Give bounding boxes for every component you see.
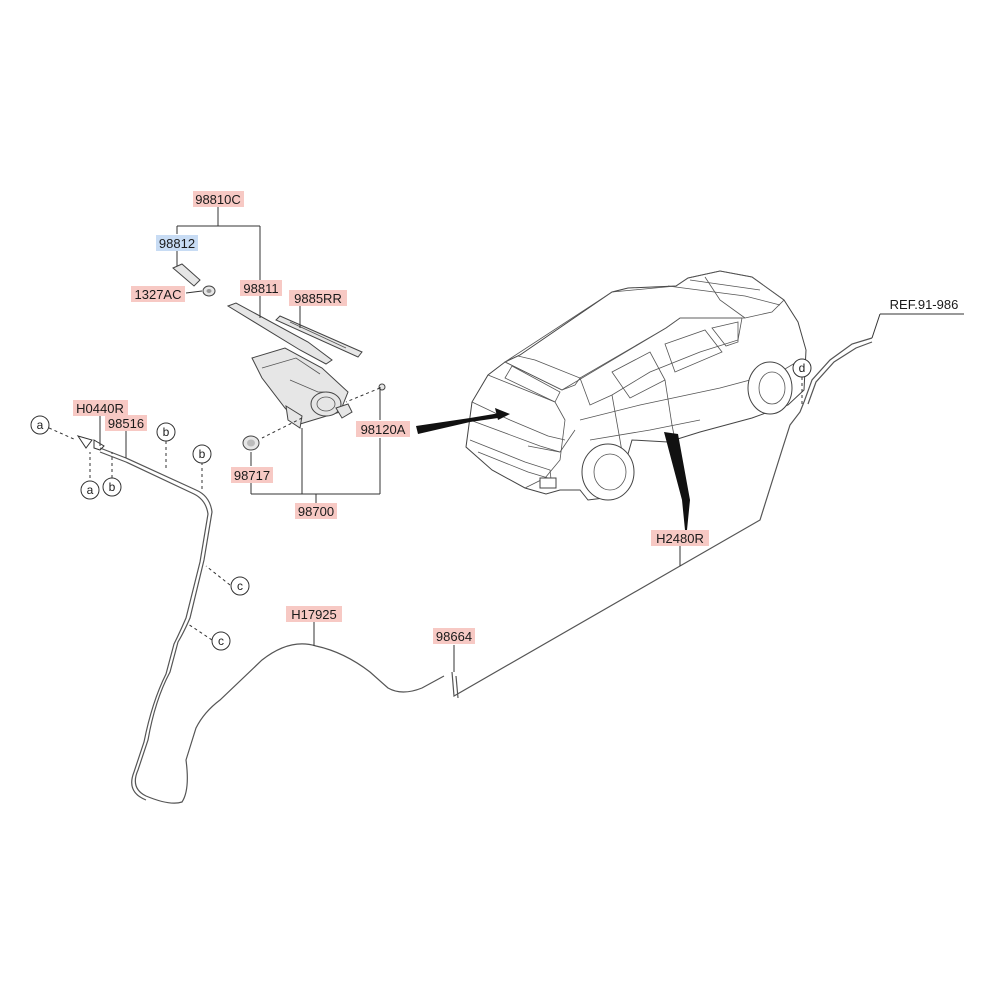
svg-text:98700: 98700 — [298, 504, 334, 519]
wiper-leader-lines — [176, 207, 381, 504]
wiper-motor-part — [251, 347, 353, 429]
label-98700[interactable]: 98700 — [295, 503, 337, 519]
vehicle-illustration — [416, 270, 807, 540]
svg-text:a: a — [87, 483, 94, 497]
connector-a-bottom[interactable]: a — [80, 480, 100, 500]
connector-b-right[interactable]: b — [192, 444, 212, 464]
svg-text:c: c — [218, 634, 224, 648]
hose-leader-lines — [48, 313, 964, 672]
wiper-arm-part — [226, 302, 333, 365]
label-1327AC[interactable]: 1327AC — [131, 286, 185, 302]
label-98811[interactable]: 98811 — [240, 280, 282, 296]
svg-text:REF.91-986: REF.91-986 — [890, 297, 959, 312]
svg-text:98717: 98717 — [234, 468, 270, 483]
label-98810C[interactable]: 98810C — [193, 191, 244, 207]
connector-c-upper[interactable]: c — [230, 576, 250, 596]
label-98717[interactable]: 98717 — [231, 467, 273, 483]
clip-a-part — [76, 435, 93, 449]
connector-markers: a a b b b c c d — [30, 358, 812, 651]
svg-text:98516: 98516 — [108, 416, 144, 431]
svg-text:H17925: H17925 — [291, 607, 337, 622]
location-arrow-rear — [416, 413, 500, 434]
svg-text:H0440R: H0440R — [76, 401, 124, 416]
svg-text:c: c — [237, 579, 243, 593]
connector-d[interactable]: d — [792, 358, 812, 378]
location-arrow-side — [664, 432, 690, 540]
svg-text:98812: 98812 — [159, 236, 195, 251]
wiper-assembly — [172, 263, 386, 451]
connector-a-top[interactable]: a — [30, 415, 50, 435]
svg-text:d: d — [799, 361, 806, 375]
svg-text:98810C: 98810C — [195, 192, 241, 207]
svg-text:b: b — [109, 480, 116, 494]
svg-text:b: b — [163, 425, 170, 439]
label-H2480R[interactable]: H2480R — [651, 530, 709, 546]
svg-text:1327AC: 1327AC — [135, 287, 182, 302]
svg-text:b: b — [199, 447, 206, 461]
label-H0440R[interactable]: H0440R — [73, 400, 128, 416]
label-9885RR[interactable]: 9885RR — [289, 290, 347, 306]
part-labels: 98810C 98812 1327AC 98811 9885RR 98120A … — [73, 191, 958, 644]
label-98664[interactable]: 98664 — [433, 628, 475, 644]
label-REF-91-986[interactable]: REF.91-986 — [890, 297, 959, 312]
svg-text:98120A: 98120A — [361, 422, 406, 437]
label-98516[interactable]: 98516 — [105, 415, 147, 431]
wiper-blade-part — [275, 315, 363, 358]
svg-text:98664: 98664 — [436, 629, 472, 644]
label-98120A[interactable]: 98120A — [356, 421, 410, 437]
washer-hose — [76, 337, 873, 804]
connector-b-bottom[interactable]: b — [102, 477, 122, 497]
svg-text:H2480R: H2480R — [656, 531, 704, 546]
svg-text:9885RR: 9885RR — [294, 291, 342, 306]
connector-b-left[interactable]: b — [156, 422, 176, 442]
wiper-cap-part — [172, 263, 201, 287]
connector-c-lower[interactable]: c — [211, 631, 231, 651]
label-H17925[interactable]: H17925 — [286, 606, 342, 622]
label-98812[interactable]: 98812 — [156, 235, 198, 251]
svg-text:98811: 98811 — [243, 281, 278, 296]
svg-text:a: a — [37, 418, 44, 432]
